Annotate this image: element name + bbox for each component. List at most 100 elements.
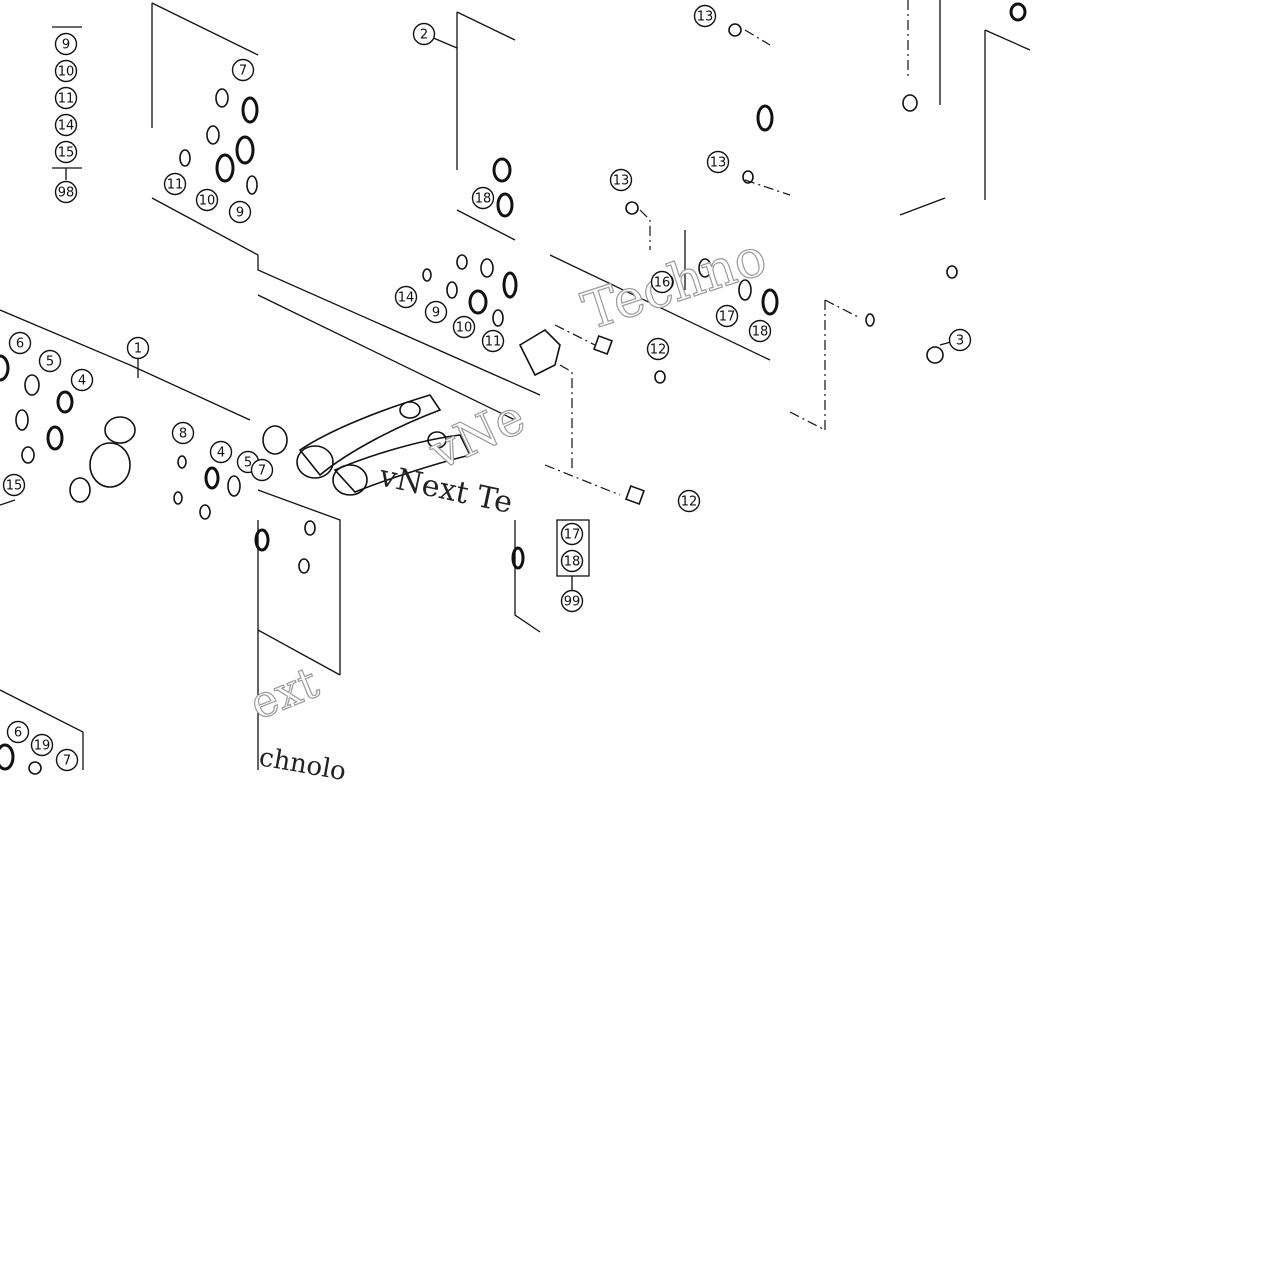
callout-4: 4 (209, 440, 233, 464)
callout-number: 98 (58, 186, 75, 201)
callout-number: 6 (16, 337, 24, 352)
callout-number: 11 (58, 92, 75, 107)
callout-11: 11 (163, 172, 187, 196)
callout-circle (70, 368, 94, 392)
callout-circle (54, 86, 78, 110)
callout-circle (209, 440, 233, 464)
callout-number: 12 (681, 495, 698, 510)
callout-2: 2 (412, 22, 436, 46)
callout-number: 18 (752, 325, 769, 340)
callout-19: 19 (30, 733, 54, 757)
callout-14: 14 (394, 285, 418, 309)
callout-1: 1 (126, 336, 150, 360)
callout-number: 18 (564, 555, 581, 570)
callout-circle (54, 113, 78, 137)
callout-number: 5 (46, 355, 54, 370)
callout-circle (30, 733, 54, 757)
callout-10: 10 (195, 188, 219, 212)
callout-9: 9 (424, 300, 448, 324)
callout-circle (231, 58, 255, 82)
callout-8: 8 (171, 421, 195, 445)
callout-circle (250, 458, 274, 482)
callout-circle (424, 300, 448, 324)
callout-number: 12 (650, 343, 667, 358)
callout-11: 11 (54, 86, 78, 110)
callout-number: 10 (456, 321, 473, 336)
callout-number: 14 (58, 119, 75, 134)
callout-number: 9 (432, 306, 440, 321)
callout-number: 3 (956, 334, 964, 349)
callout-number: 13 (697, 10, 714, 25)
callout-circle (412, 22, 436, 46)
watermark-text: chnolo (257, 742, 349, 787)
callout-circle (38, 349, 62, 373)
callout-number: 15 (6, 479, 23, 494)
watermark-text: vNe (420, 389, 533, 481)
callout-circle (55, 748, 79, 772)
callout-13: 13 (706, 150, 730, 174)
callout-98: 98 (54, 180, 78, 204)
callout-5: 5 (38, 349, 62, 373)
watermark-text: Techno (575, 227, 773, 342)
callout-circle (54, 180, 78, 204)
callout-number: 1 (134, 342, 142, 357)
callout-7: 7 (55, 748, 79, 772)
callout-18: 18 (748, 319, 772, 343)
callout-number: 9 (236, 206, 244, 221)
callout-7: 7 (250, 458, 274, 482)
callout-number: 17 (564, 528, 581, 543)
callout-circle (560, 549, 584, 573)
callout-circle (452, 315, 476, 339)
callout-number: 16 (654, 276, 671, 291)
callout-14: 14 (54, 113, 78, 137)
callout-number: 18 (475, 192, 492, 207)
callout-number: 5 (244, 456, 252, 471)
callout-circle (54, 32, 78, 56)
callout-circle (706, 150, 730, 174)
callout-number: 14 (398, 291, 415, 306)
callout-7: 7 (231, 58, 255, 82)
callout-circle (54, 140, 78, 164)
callout-number: 7 (239, 64, 247, 79)
callout-circle (126, 336, 150, 360)
callout-4: 4 (70, 368, 94, 392)
callout-number: 13 (613, 174, 630, 189)
callout-number: 10 (58, 65, 75, 80)
callout-circle (560, 522, 584, 546)
callout-circle (54, 59, 78, 83)
callout-number: 4 (217, 446, 225, 461)
callout-6: 6 (8, 331, 32, 355)
callout-circle (163, 172, 187, 196)
callout-circle (8, 331, 32, 355)
callout-circle (650, 270, 674, 294)
callout-17: 17 (560, 522, 584, 546)
callout-13: 13 (693, 4, 717, 28)
callout-circle (481, 329, 505, 353)
callouts: 9101114159871110921813131314910111617181… (2, 4, 972, 772)
callout-3: 3 (948, 328, 972, 352)
callout-circle (646, 337, 670, 361)
callout-15: 15 (2, 473, 26, 497)
callout-circle (228, 200, 252, 224)
callout-99: 99 (560, 589, 584, 613)
part-drawings (0, 2, 1027, 775)
callout-10: 10 (54, 59, 78, 83)
callout-number: 7 (258, 464, 266, 479)
callout-number: 13 (710, 156, 727, 171)
callout-12: 12 (646, 337, 670, 361)
callout-15: 15 (54, 140, 78, 164)
callout-17: 17 (715, 304, 739, 328)
watermark-text: ext (243, 657, 326, 730)
callout-18: 18 (471, 186, 495, 210)
callout-10: 10 (452, 315, 476, 339)
callout-9: 9 (228, 200, 252, 224)
callout-number: 19 (34, 739, 51, 754)
callout-number: 7 (63, 754, 71, 769)
callout-number: 8 (179, 427, 187, 442)
callout-number: 6 (14, 726, 22, 741)
callout-circle (6, 720, 30, 744)
callout-circle (171, 421, 195, 445)
callout-circle (560, 589, 584, 613)
callout-16: 16 (650, 270, 674, 294)
